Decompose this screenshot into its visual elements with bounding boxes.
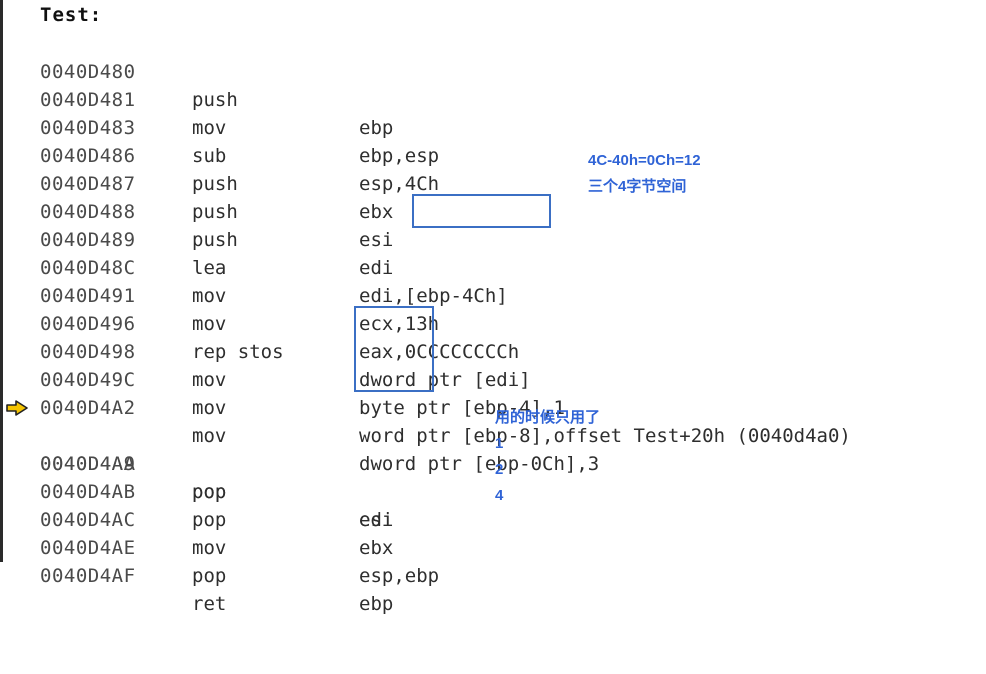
operands: esp,ebp	[359, 565, 440, 587]
code-row[interactable]: 0040D4AE pop ebp	[0, 506, 986, 615]
code-row[interactable]: 0040D4AB pop ebx	[0, 450, 986, 559]
disassembly-window: Test: 0040D480 push ebp 0040D481 mov ebp…	[0, 0, 986, 615]
window-left-border	[0, 0, 3, 562]
address: 0040D4AF	[40, 565, 136, 587]
annotation-line: 4	[495, 487, 504, 504]
mnemonic: pop	[192, 565, 227, 587]
mnemonic: pop	[192, 481, 227, 503]
operands: edi,[ebp-4Ch]	[359, 285, 508, 307]
mnemonic: sub	[192, 145, 227, 167]
code-row-current[interactable]: 0040D4A9 pop edi	[0, 394, 986, 531]
code-row[interactable]: 0040D481 mov ebp,esp	[0, 58, 986, 167]
mnemonic: mov	[192, 397, 227, 419]
address: 0040D4AE	[40, 537, 136, 559]
address: 0040D4AA	[40, 453, 136, 475]
operands: dword ptr [ebp-0Ch],3	[359, 453, 600, 475]
annotation-usage: 用的时候只用了 1 2 4	[495, 405, 600, 509]
mnemonic: push	[192, 201, 238, 223]
annotation-line: 1	[495, 435, 504, 452]
address: 0040D4A9	[40, 453, 136, 475]
code-row[interactable]: 0040D498 mov byte ptr [ebp-4],1	[0, 310, 986, 419]
annotation-line: 用的时候只用了	[495, 409, 601, 426]
operands: byte ptr [ebp-4],1	[359, 397, 565, 419]
address: 0040D486	[40, 145, 136, 167]
operands: ebp,esp	[359, 145, 440, 167]
address: 0040D481	[40, 89, 136, 111]
mnemonic: mov	[192, 313, 227, 335]
address: 0040D496	[40, 313, 136, 335]
operands: esi	[359, 229, 394, 251]
mnemonic: push	[192, 173, 238, 195]
code-row[interactable]: 0040D49C mov word ptr [ebp-8],offset Tes…	[0, 338, 986, 447]
operands: edi	[359, 509, 394, 531]
function-label: Test:	[40, 4, 103, 26]
mnemonic: pop	[192, 509, 227, 531]
operands: dword ptr [edi]	[359, 369, 531, 391]
operands: eax,0CCCCCCCCh	[359, 341, 520, 363]
mnemonic: mov	[192, 537, 227, 559]
operands: esp,4Ch	[359, 173, 440, 195]
code-row[interactable]: 0040D4AF ret	[0, 534, 986, 615]
highlight-box-size-keywords	[354, 306, 434, 392]
mnemonic: rep stos	[192, 341, 284, 363]
address: 0040D4AC	[40, 509, 136, 531]
annotation-line: 4C-40h=0Ch=12	[588, 152, 701, 169]
code-row[interactable]: 0040D496 rep stos dword ptr [edi]	[0, 282, 986, 391]
operands: ebx	[359, 537, 394, 559]
code-row[interactable]: 0040D4AC mov esp,ebp	[0, 478, 986, 587]
current-line-arrow-icon	[6, 400, 28, 416]
code-row[interactable]: 0040D487 push esi	[0, 142, 986, 251]
code-row[interactable]: 0040D491 mov eax,0CCCCCCCCh	[0, 254, 986, 363]
address: 0040D4A2	[40, 397, 136, 419]
code-row[interactable]: 0040D4AA pop esi	[0, 422, 986, 531]
address: 0040D480	[40, 61, 136, 83]
operands: word ptr [ebp-8],offset Test+20h (0040d4…	[359, 425, 851, 447]
address: 0040D489	[40, 229, 136, 251]
address: 0040D48C	[40, 257, 136, 279]
operands: edi	[359, 257, 394, 279]
operands: ebp	[359, 593, 394, 615]
operands: ebp	[359, 117, 394, 139]
mnemonic: push	[192, 89, 238, 111]
address: 0040D487	[40, 173, 136, 195]
code-row[interactable]: 0040D480 push ebp	[0, 30, 986, 139]
code-row[interactable]: 0040D48C mov ecx,13h	[0, 226, 986, 335]
code-row[interactable]: 0040D486 push ebx	[0, 114, 986, 223]
highlight-box-ebp-4ch	[412, 194, 551, 228]
mnemonic: ret	[192, 593, 227, 615]
code-row[interactable]: 0040D489 lea edi,[ebp-4Ch]	[0, 198, 986, 307]
code-row[interactable]: 0040D4A2 mov dword ptr [ebp-0Ch],3	[0, 366, 986, 475]
mnemonic: mov	[192, 285, 227, 307]
address: 0040D498	[40, 341, 136, 363]
mnemonic: pop	[192, 481, 227, 503]
mnemonic: mov	[192, 369, 227, 391]
address: 0040D488	[40, 201, 136, 223]
address: 0040D4AB	[40, 481, 136, 503]
operands: ebx	[359, 201, 394, 223]
mnemonic: mov	[192, 117, 227, 139]
address: 0040D483	[40, 117, 136, 139]
mnemonic: push	[192, 229, 238, 251]
address: 0040D491	[40, 285, 136, 307]
mnemonic: lea	[192, 257, 227, 279]
address: 0040D49C	[40, 369, 136, 391]
operands: ecx,13h	[359, 313, 440, 335]
mnemonic: mov	[192, 425, 227, 447]
annotation-line: 2	[495, 461, 504, 478]
annotation-line: 三个4字节空间	[588, 178, 687, 195]
operands: esi	[359, 509, 394, 531]
code-row[interactable]: 0040D488 push edi	[0, 170, 986, 279]
annotation-stack-size: 4C-40h=0Ch=12 三个4字节空间	[588, 148, 701, 200]
code-row[interactable]: 0040D483 sub esp,4Ch	[0, 86, 986, 195]
